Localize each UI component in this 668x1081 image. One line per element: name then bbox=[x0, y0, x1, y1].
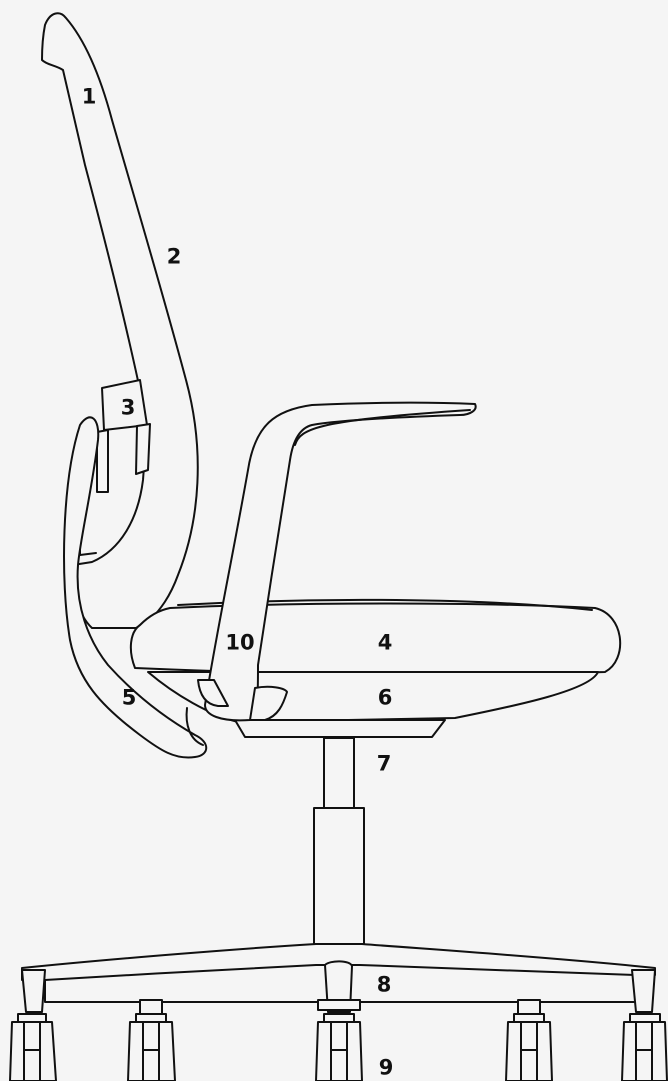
caster-2 bbox=[127, 1013, 176, 1081]
callout-3: 3 bbox=[120, 395, 136, 420]
callout-1: 1 bbox=[81, 84, 97, 109]
armrest bbox=[204, 401, 477, 722]
callout-5: 5 bbox=[121, 685, 137, 710]
callout-2: 2 bbox=[166, 244, 182, 269]
caster-1 bbox=[9, 1013, 57, 1081]
callout-6: 6 bbox=[377, 685, 393, 710]
caster-3 bbox=[315, 1013, 363, 1081]
caster-4 bbox=[505, 1013, 553, 1081]
tilt-bracket bbox=[63, 416, 208, 759]
caster-wheels bbox=[9, 1013, 668, 1081]
callout-4: 4 bbox=[377, 630, 393, 655]
gas-lift bbox=[313, 737, 365, 945]
callout-8: 8 bbox=[376, 972, 392, 997]
seat-cushion bbox=[129, 598, 622, 676]
caster-5 bbox=[621, 1013, 668, 1081]
star-base bbox=[21, 943, 656, 1015]
callout-10: 10 bbox=[225, 630, 255, 655]
lumbar-support bbox=[79, 379, 151, 556]
callout-9: 9 bbox=[378, 1055, 394, 1080]
callout-7: 7 bbox=[376, 751, 392, 776]
adjust-paddle bbox=[197, 679, 288, 721]
